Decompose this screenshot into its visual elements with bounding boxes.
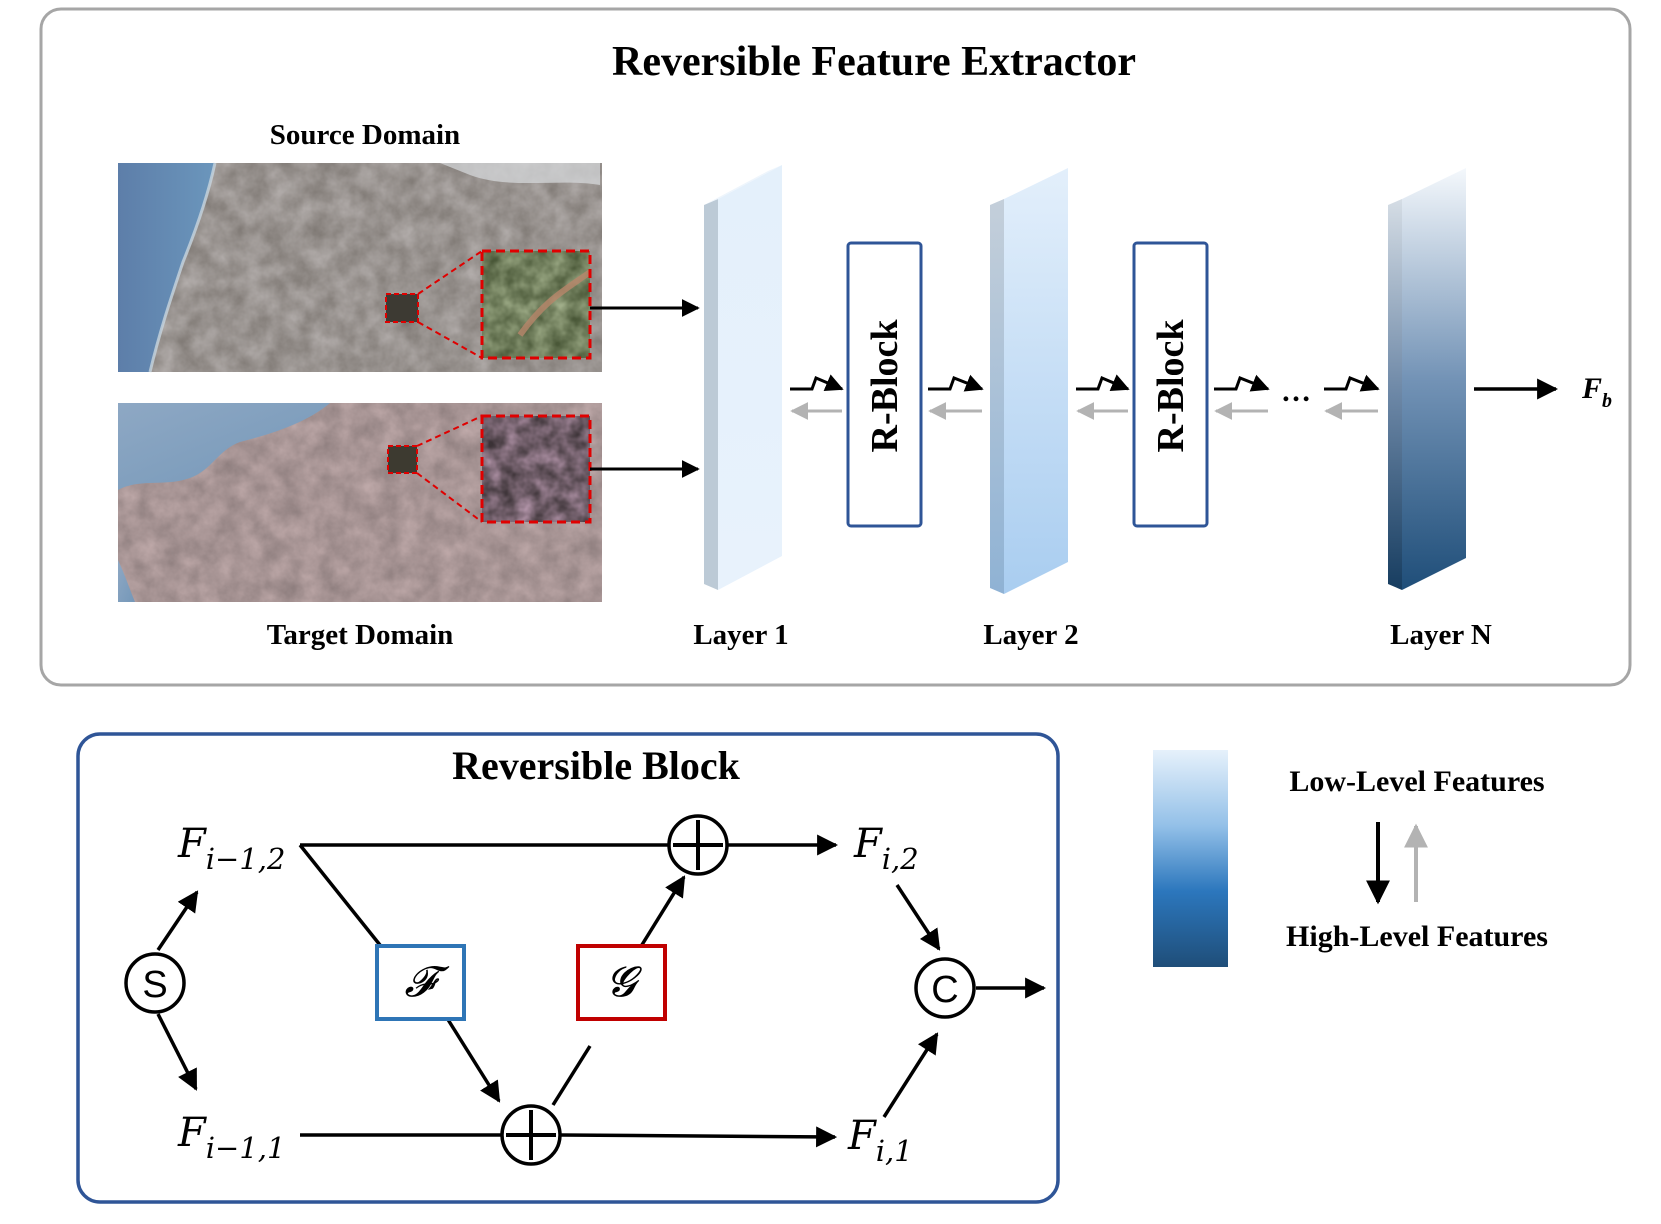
r-block-1: R-Block (846, 241, 923, 528)
input-bottom-label: Fi−1,1 (177, 1110, 285, 1165)
reversible-block-frame (76, 732, 1060, 1204)
layer-2-label: Layer 2 (983, 619, 1078, 651)
f-function-box: 𝓕 (375, 944, 466, 1021)
legend-high-level-label: High-Level Features (1286, 920, 1548, 953)
add-node-top (667, 814, 729, 876)
input-top-label: Fi−1,2 (177, 821, 285, 876)
source-domain-label: Source Domain (270, 119, 460, 151)
layer-n-label: Layer N (1390, 619, 1492, 651)
extractor-title: Reversible Feature Extractor (612, 39, 1136, 85)
svg-text:R-Block: R-Block (1150, 319, 1192, 453)
concat-node: C (914, 957, 976, 1019)
g-function-box: 𝓖 (576, 944, 667, 1021)
output-bottom-label: Fi,1 (847, 1113, 913, 1168)
layer-2-block (990, 168, 1068, 594)
forward-arrows (790, 374, 1380, 392)
svg-text:S: S (142, 964, 167, 1006)
target-domain-label: Target Domain (267, 619, 454, 651)
output-top-label: Fi,2 (853, 821, 919, 876)
reversible-block-title: Reversible Block (452, 743, 740, 788)
svg-text:R-Block: R-Block (864, 319, 906, 453)
r-block-2: R-Block (1132, 241, 1209, 528)
layer-1-label: Layer 1 (693, 619, 788, 651)
add-node-bottom (500, 1104, 562, 1166)
split-node: S (124, 952, 186, 1014)
source-zoom-inset (417, 249, 592, 360)
reversible-block-connections (156, 834, 1047, 1148)
layer-1-block (704, 165, 782, 590)
feature-level-legend-bar (1153, 750, 1228, 967)
legend-low-level-label: Low-Level Features (1289, 765, 1544, 798)
target-zoom-inset (416, 414, 592, 524)
layer-n-block (1388, 168, 1466, 590)
svg-text:C: C (931, 969, 958, 1011)
target-domain-image (118, 403, 602, 602)
ellipsis: … (1281, 375, 1311, 408)
output-fb-label: Fb (1581, 372, 1612, 412)
